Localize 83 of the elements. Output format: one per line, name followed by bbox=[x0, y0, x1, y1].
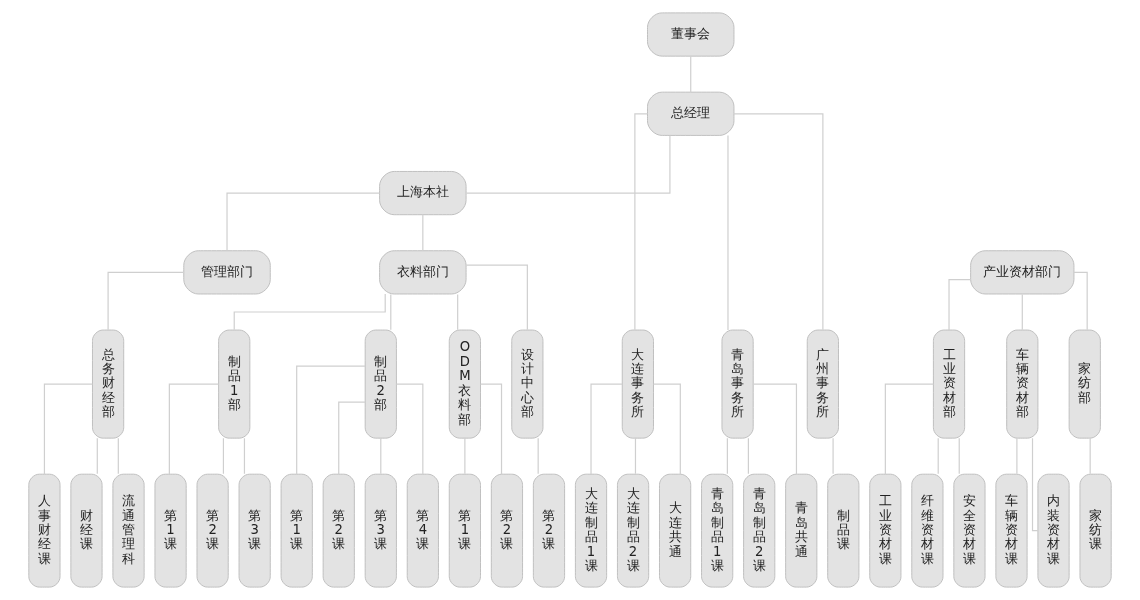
connector bbox=[1031, 437, 1039, 532]
connector bbox=[465, 264, 528, 331]
node-box: 第4课 bbox=[406, 473, 439, 588]
connector bbox=[222, 437, 224, 475]
node-box: 制品课 bbox=[827, 473, 860, 588]
connector bbox=[243, 437, 246, 475]
node-box: 车辆资材课 bbox=[995, 473, 1028, 588]
connector bbox=[590, 383, 623, 475]
node-box: 大连制品2课 bbox=[616, 473, 650, 588]
connector bbox=[480, 383, 503, 475]
node-box: 车辆资材部 bbox=[1006, 329, 1039, 439]
connector bbox=[726, 437, 728, 475]
node-box: 设计中心部 bbox=[511, 329, 544, 439]
node-box: 第2课 bbox=[532, 473, 566, 588]
connector bbox=[226, 192, 380, 252]
connector bbox=[958, 437, 960, 475]
node-box: 大连制品1课 bbox=[574, 473, 608, 588]
connector bbox=[296, 365, 366, 475]
node-box: 工业资材课 bbox=[869, 473, 902, 588]
connector bbox=[634, 437, 637, 475]
connector bbox=[653, 383, 681, 475]
node-box: 家纺部 bbox=[1068, 329, 1101, 439]
connector bbox=[537, 437, 539, 475]
node-box: 产业资材部门 bbox=[970, 250, 1075, 295]
connector bbox=[937, 437, 939, 475]
node-box: 总经理 bbox=[647, 91, 735, 136]
connector bbox=[457, 293, 459, 331]
node-box: 青岛共通 bbox=[785, 473, 818, 588]
node-box: 第3课 bbox=[364, 473, 397, 588]
node-box: 第3课 bbox=[238, 473, 271, 588]
node-box: 人事财经课 bbox=[28, 473, 61, 588]
node-box: 流通管理科 bbox=[112, 473, 145, 588]
node-box: 安全资材课 bbox=[953, 473, 986, 588]
node-box: 内装资材课 bbox=[1037, 473, 1070, 588]
node-box: 家纺课 bbox=[1079, 473, 1112, 588]
connector bbox=[1073, 271, 1088, 331]
connector bbox=[395, 383, 424, 475]
node-box: 第2课 bbox=[490, 473, 524, 588]
connector bbox=[747, 437, 749, 475]
connector bbox=[1016, 437, 1018, 475]
connector bbox=[380, 437, 382, 475]
node-box: 第1课 bbox=[154, 473, 187, 588]
node-box: 青岛制品2课 bbox=[743, 473, 776, 588]
connector bbox=[107, 271, 185, 331]
connector bbox=[752, 383, 798, 475]
node-box: 广州事务所 bbox=[806, 329, 839, 439]
node-box: 总务财经部 bbox=[92, 329, 125, 439]
node-box: 财经课 bbox=[70, 473, 103, 588]
node-box: 管理部门 bbox=[183, 250, 271, 295]
connector bbox=[948, 278, 972, 331]
connector bbox=[1021, 293, 1023, 331]
connector bbox=[690, 55, 692, 93]
node-box: 衣料部门 bbox=[379, 250, 467, 295]
connector bbox=[168, 383, 220, 475]
node-box: 纤维资材课 bbox=[911, 473, 944, 588]
connector bbox=[465, 134, 671, 194]
connector bbox=[338, 401, 366, 475]
node-box: ODM衣料部 bbox=[448, 329, 481, 439]
connector bbox=[634, 113, 648, 331]
connector bbox=[43, 383, 93, 475]
node-box: 青岛制品1课 bbox=[701, 473, 734, 588]
node-box: 大连事务所 bbox=[621, 329, 654, 439]
node-box: 第2课 bbox=[322, 473, 355, 588]
connector bbox=[884, 383, 934, 475]
connector bbox=[390, 293, 392, 331]
connector bbox=[117, 437, 119, 475]
node-box: 青岛事务所 bbox=[721, 329, 754, 439]
connector bbox=[832, 437, 834, 475]
connector bbox=[1089, 437, 1091, 475]
node-box: 第1课 bbox=[448, 473, 481, 588]
node-box: 董事会 bbox=[647, 12, 735, 57]
connector bbox=[422, 214, 424, 252]
connector bbox=[96, 437, 98, 475]
node-box: 工业资材部 bbox=[932, 329, 966, 439]
node-box: 上海本社 bbox=[379, 171, 467, 216]
node-box: 大连共通 bbox=[659, 473, 692, 588]
node-box: 第2课 bbox=[196, 473, 229, 588]
connector bbox=[464, 437, 466, 475]
node-box: 制品2部 bbox=[364, 329, 397, 439]
node-box: 制品1部 bbox=[218, 329, 251, 439]
connector bbox=[733, 113, 824, 331]
node-box: 第1课 bbox=[280, 473, 313, 588]
connector bbox=[233, 293, 386, 331]
